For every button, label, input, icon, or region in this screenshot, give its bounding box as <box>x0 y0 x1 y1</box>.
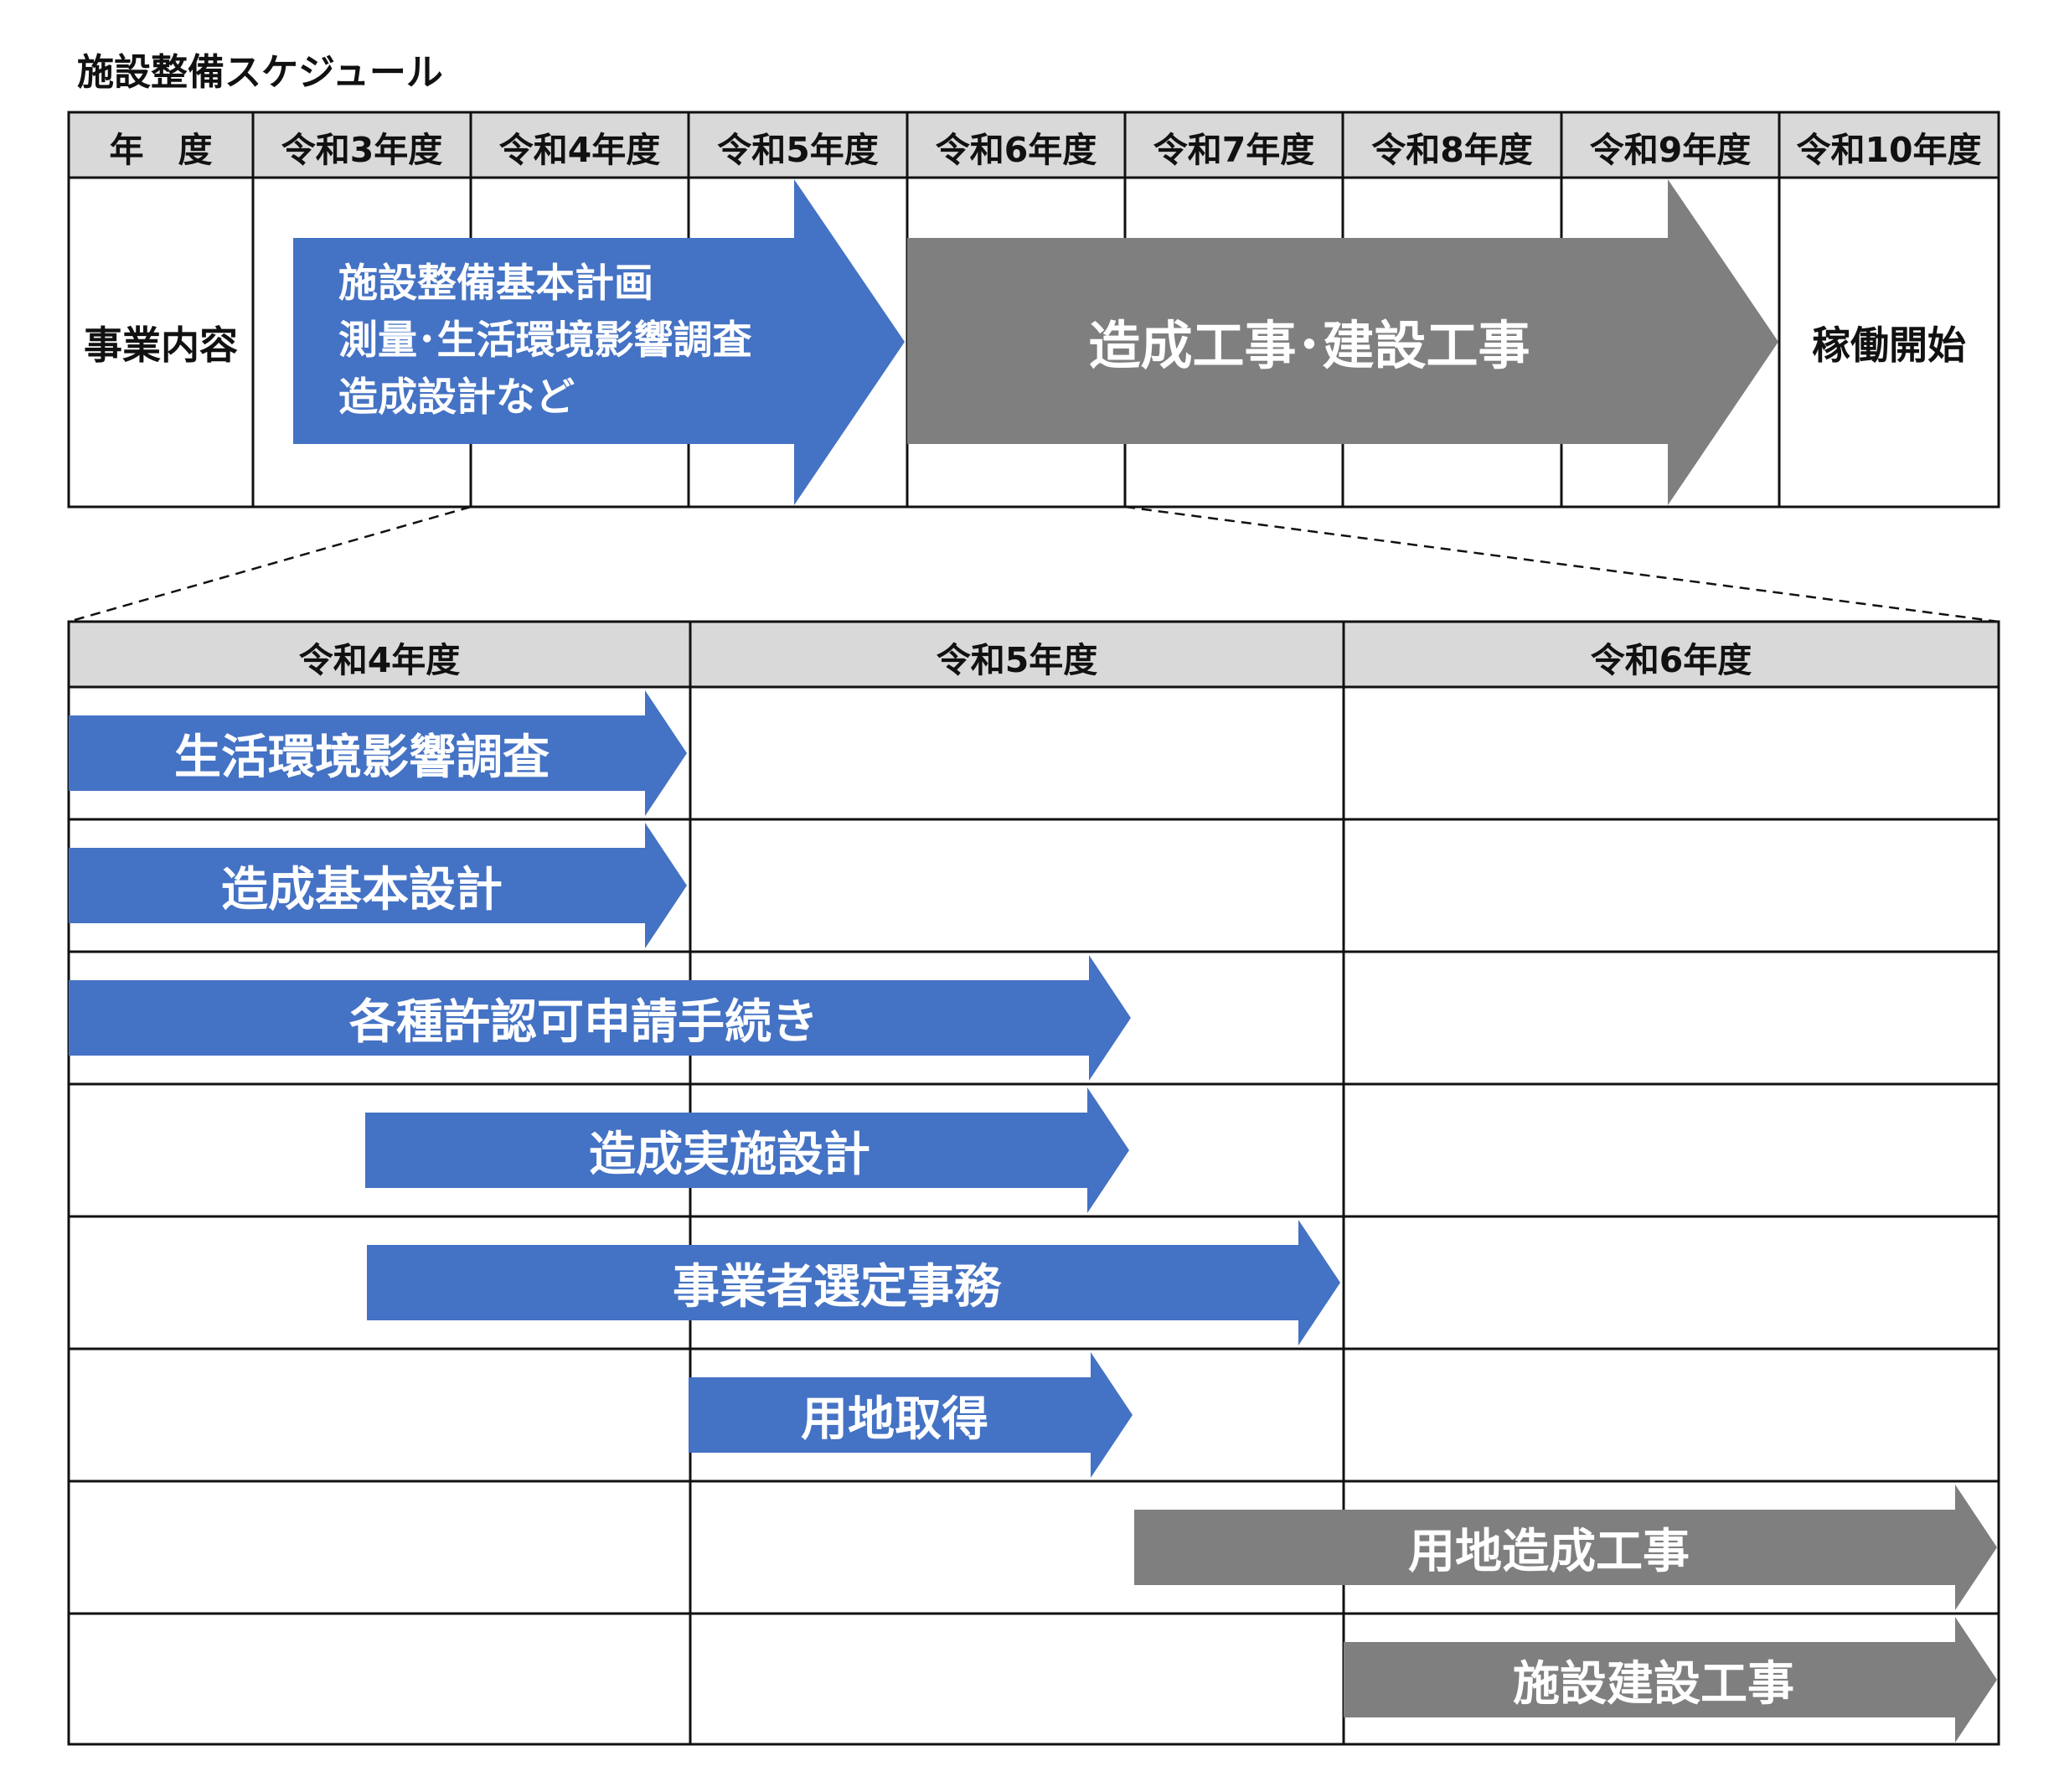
year-header-r10: 令和10年度 <box>1796 129 1982 170</box>
phase-planning-line-2: 測量･生活環境影響調査 <box>338 318 752 364</box>
detail-year-header-r4: 令和4年度 <box>298 639 461 680</box>
task-label-environment-survey: 生活環境影響調査 <box>174 730 550 785</box>
top-table-border <box>67 111 2000 509</box>
detail-year-header-r5: 令和5年度 <box>936 639 1098 680</box>
year-header-r9: 令和9年度 <box>1589 129 1752 170</box>
task-label-basic-design: 造成基本設計 <box>221 862 503 917</box>
year-header-r7: 令和7年度 <box>1153 129 1315 170</box>
year-header-r5: 令和5年度 <box>717 129 879 170</box>
phase-arrow-construction-shape <box>907 179 1778 505</box>
top-header-bg <box>69 112 1999 178</box>
zoom-connector-left <box>68 505 472 623</box>
detail-year-header-r6: 令和6年度 <box>1590 639 1752 680</box>
task-arrow-operator-selection: 事業者選定事務 <box>367 1220 1340 1345</box>
task-arrow-facility-construction-shape <box>1344 1617 1997 1743</box>
phase-arrow-planning-label: 施設整備基本計画 測量･生活環境影響調査 造成設計など <box>338 238 808 444</box>
phase-arrow-construction-label: 造成工事･建設工事 <box>1088 315 1530 376</box>
phase-planning-line-3: 造成設計など <box>338 374 575 421</box>
task-label-permits: 各種許認可申請手続き <box>349 994 818 1050</box>
year-header-r6: 令和6年度 <box>935 129 1097 170</box>
detail-row-lines <box>69 685 1999 1615</box>
task-arrow-land-acquisition-shape <box>689 1352 1133 1478</box>
task-arrow-environment-survey: 生活環境影響調査 <box>69 690 687 816</box>
year-column-header: 年 度 <box>109 129 213 170</box>
row-label-business: 事業内容 <box>84 322 238 368</box>
task-arrow-basic-design: 造成基本設計 <box>69 823 687 948</box>
phase-arrow-planning: 施設整備基本計画 測量･生活環境影響調査 造成設計など <box>293 179 905 505</box>
zoom-connector-right <box>1124 505 2000 623</box>
task-label-land-acquisition: 用地取得 <box>801 1392 988 1447</box>
task-arrow-basic-design-shape <box>69 823 687 948</box>
task-arrow-site-preparation: 用地造成工事 <box>1134 1485 1997 1610</box>
phase-arrow-planning-shape <box>293 179 905 505</box>
detail-table-border <box>67 620 2000 1746</box>
task-arrow-permits: 各種許認可申請手続き <box>69 955 1131 1081</box>
task-arrow-site-preparation-shape <box>1134 1485 1997 1610</box>
task-label-detailed-design: 造成実施設計 <box>589 1127 870 1182</box>
year-header-r3: 令和3年度 <box>281 129 443 170</box>
task-arrow-permits-shape <box>69 955 1131 1081</box>
task-label-site-preparation: 用地造成工事 <box>1408 1524 1690 1579</box>
year-header-r4: 令和4年度 <box>498 129 661 170</box>
task-arrow-facility-construction: 施設建設工事 <box>1344 1617 1997 1743</box>
year-header-r8: 令和8年度 <box>1371 129 1533 170</box>
detail-header-bg <box>69 622 1999 687</box>
task-arrow-land-acquisition: 用地取得 <box>689 1352 1133 1478</box>
task-arrow-detailed-design: 造成実施設計 <box>365 1087 1129 1213</box>
phase-operation-start: 稼働開始 <box>1812 322 1966 368</box>
task-label-facility-construction: 施設建設工事 <box>1513 1656 1794 1712</box>
task-arrow-operator-selection-shape <box>367 1220 1340 1345</box>
page-title: 施設整備スケジュール <box>77 51 443 94</box>
task-label-operator-selection: 事業者選定事務 <box>673 1259 1001 1314</box>
task-arrow-environment-survey-shape <box>69 690 687 816</box>
task-arrow-detailed-design-shape <box>365 1087 1129 1213</box>
phase-arrow-construction: 造成工事･建設工事 <box>907 179 1778 505</box>
phase-planning-line-1: 施設整備基本計画 <box>338 261 653 307</box>
